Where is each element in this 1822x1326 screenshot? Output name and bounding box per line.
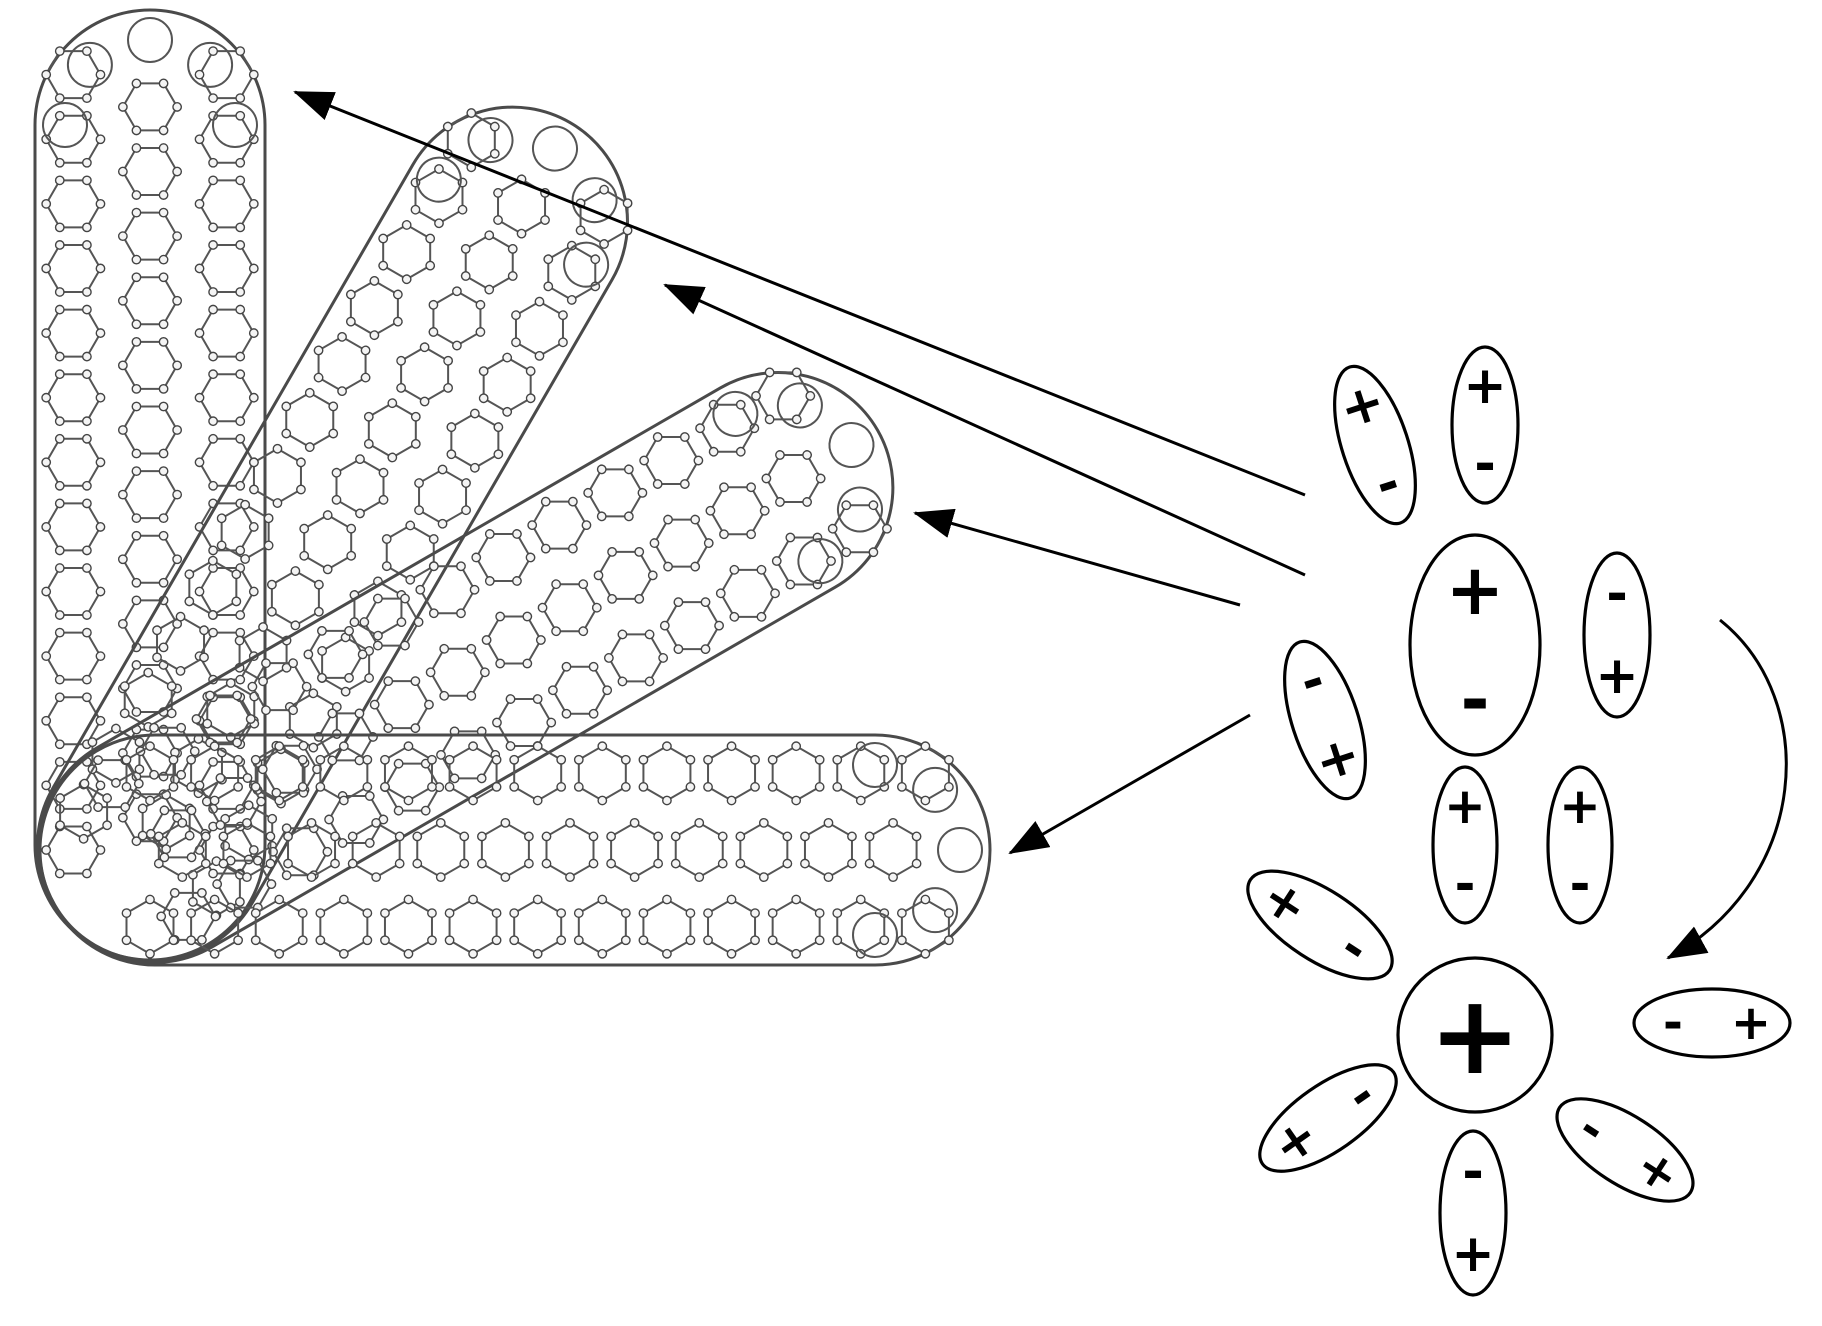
dipole-large-center: +- [1408,533,1542,757]
arrow-to-tube-horizontal [1008,713,1251,855]
dipole-ellipse [1258,1063,1398,1173]
dipole-left: -+ [1283,639,1368,801]
dipole-middle-left: +- [1431,765,1499,925]
arrow-to-tube-60deg [663,283,1306,577]
arrow-to-tube-30deg [913,508,1241,607]
dipole-ellipse [1450,345,1520,505]
dipole-charge-sign: - [1570,855,1591,913]
central-ion: + [1396,956,1554,1114]
dipole-charge-sign: + [1463,356,1507,416]
dipole-charge-sign: + [1451,1224,1495,1284]
dipole-charge-sign: - [1462,1142,1484,1202]
nanotube-0deg [38,733,992,967]
dipole-middle-right: +- [1546,765,1614,925]
dipole-cluster: +-+-+--+-++-+-+--++--+-++ [1246,345,1792,1297]
dipole-ellipse [1582,551,1652,719]
ion-circle [1396,956,1554,1114]
dipole-charge-sign: + [1444,777,1486,835]
dipole-charge-sign: + [1559,777,1601,835]
dipole-charge-sign: + [1446,549,1505,631]
dipole-right: -+ [1582,551,1652,719]
nanotube-30deg [37,367,895,964]
dipole-ellipse [1555,1097,1695,1203]
dipole-bottom-right: -+ [1555,1097,1695,1206]
dipole-charge-sign: - [1460,659,1489,741]
dipole-upper-left: +- [1332,364,1417,526]
dipole-ellipse [1333,364,1417,526]
alignment-arrows [293,90,1788,960]
dipole-charge-sign: - [1455,855,1476,913]
dipole-ellipse [1431,765,1499,925]
dipole-bottom-left: +- [1258,1063,1398,1177]
dipole-charge-sign: - [1474,434,1496,494]
dipole-charge-sign: - [1606,564,1628,624]
dipole-charge-sign: + [1595,646,1639,706]
dipole-upper: +- [1450,345,1520,505]
dipole-ellipse [1632,987,1792,1059]
rotation-arrow [1666,618,1788,960]
tube-wall [38,733,992,967]
nanotube-90deg [33,8,267,962]
dipole-charge-sign: + [1731,995,1771,1051]
nanotube-group [33,8,992,967]
dipole-ellipse [1546,765,1614,925]
arrow-to-tube-vertical [293,90,1306,497]
dipole-ellipse [1438,1129,1508,1297]
dipole-ellipse [1246,869,1394,981]
dipole-bottom: -+ [1438,1129,1508,1297]
dipole-lower-left: +- [1246,867,1394,981]
dipole-charge-sign: - [1663,995,1683,1051]
dipole-ellipse [1408,533,1542,757]
ion-charge-sign: + [1429,971,1521,1099]
dipole-ellipse [1283,639,1367,801]
dipole-lower-right: -+ [1632,987,1792,1059]
